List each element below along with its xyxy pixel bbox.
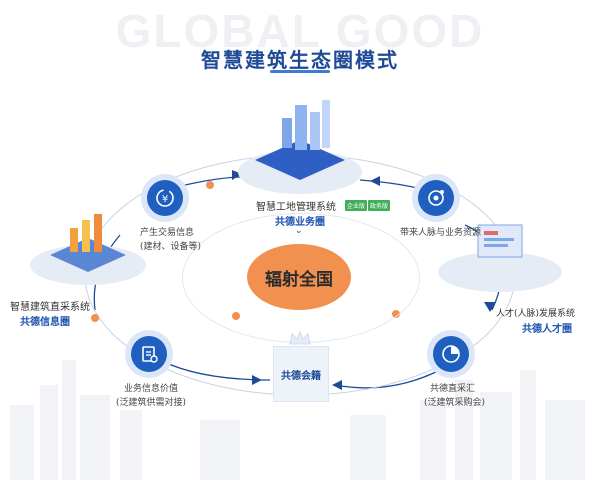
- badge-government: 政务版: [368, 200, 391, 211]
- left-circle-label: 共德信息圈: [20, 317, 70, 328]
- top-system-label: 智慧工地管理系统: [256, 202, 336, 213]
- member-label: 共德会籍: [281, 370, 321, 382]
- title-underline: [270, 70, 330, 73]
- city-skyline: [10, 360, 585, 480]
- watermark-text: GLOBAL GOOD: [115, 5, 485, 57]
- trade-info-line2: (建材、设备等): [140, 242, 202, 252]
- top-circle-label: 共德业务圈: [275, 217, 325, 228]
- business-value-line1: 业务信息价值: [124, 384, 179, 394]
- left-platform-illustration: [30, 214, 146, 285]
- top-platform-illustration: [238, 100, 362, 194]
- center-label: 辐射全国: [265, 269, 333, 290]
- page-title: 智慧建筑生态圈模式: [201, 48, 399, 72]
- network-icon: [418, 180, 454, 216]
- procurement-line2: (泛建筑采购会): [424, 398, 486, 408]
- member-box: 共德会籍: [273, 346, 329, 402]
- center-oval: 辐射全国: [247, 244, 351, 310]
- trade-info-line1: 产生交易信息: [140, 228, 195, 238]
- badge-enterprise: 企业版: [345, 200, 368, 211]
- right-platform-illustration: [438, 224, 562, 292]
- crown-icon: [289, 330, 311, 345]
- svg-text:¥: ¥: [162, 194, 168, 205]
- pie-chart-icon: [433, 336, 469, 372]
- arc-arrows: [232, 170, 496, 390]
- people-resource-label: 带来人脉与业务资源: [400, 228, 482, 238]
- yen-cycle-icon: ¥: [147, 180, 183, 216]
- right-circle-label: 共德人才圈: [522, 324, 572, 335]
- procurement-line1: 共德直采汇: [430, 384, 476, 394]
- business-value-line2: (泛建筑供需对接): [116, 398, 187, 408]
- chevron-down-icon: ⌄: [295, 226, 303, 236]
- right-system-label: 人才(人脉)发展系统: [496, 309, 576, 319]
- clipboard-gear-icon: [131, 336, 167, 372]
- left-system-label: 智慧建筑直采系统: [10, 302, 90, 313]
